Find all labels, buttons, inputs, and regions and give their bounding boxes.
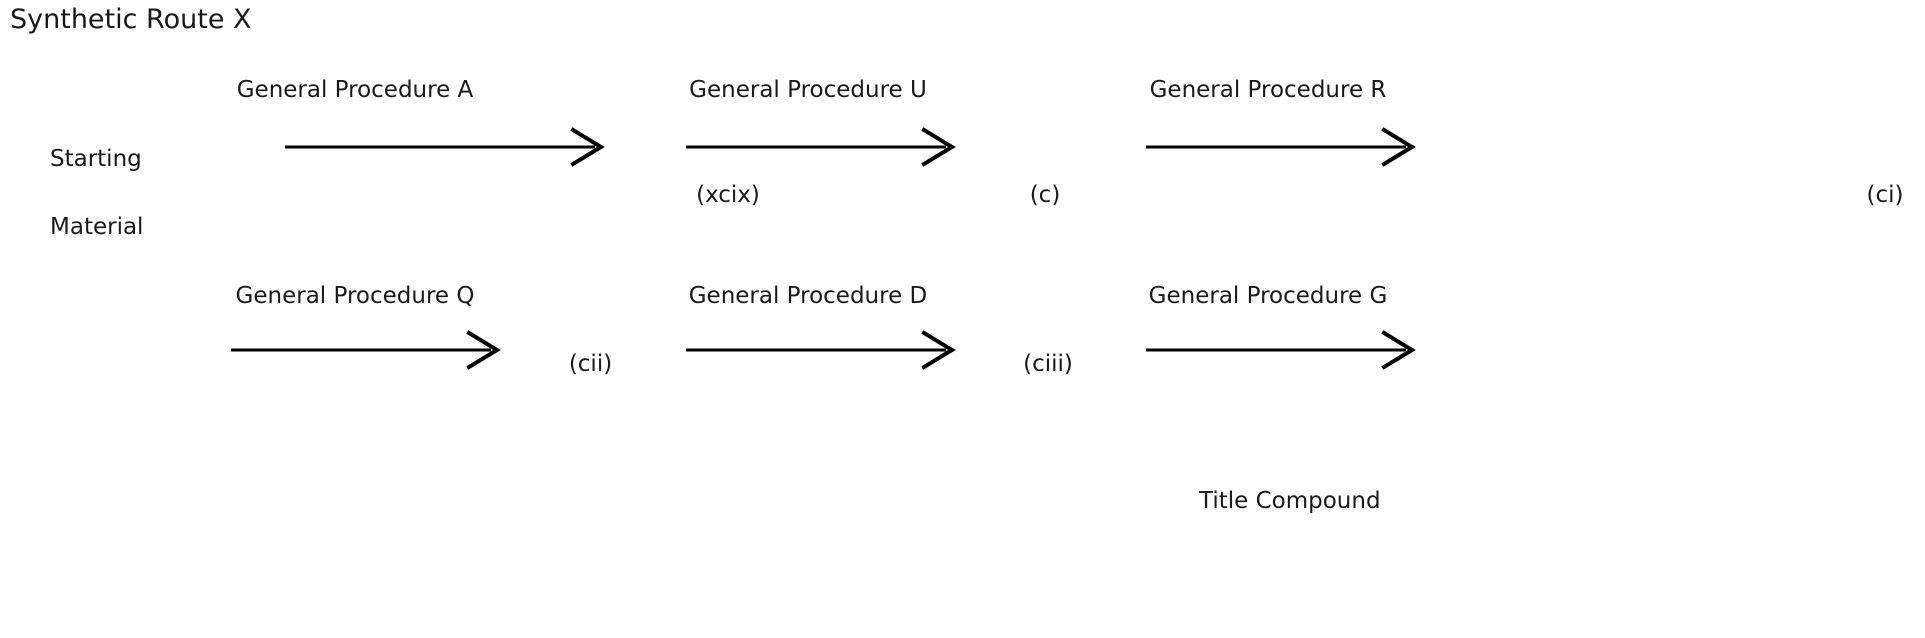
intermediate-label-ci: (ci) [1866, 182, 1904, 208]
reaction-arrow-row2-1 [231, 330, 501, 370]
starting-material-line-1: Starting [50, 146, 142, 172]
step-label-row1-3: General Procedure R [1149, 77, 1387, 103]
step-label-row2-3: General Procedure G [1148, 283, 1388, 309]
intermediate-label-ciii: (ciii) [1023, 351, 1073, 377]
step-label-row1-2: General Procedure U [689, 77, 927, 103]
starting-material-line-2: Material [50, 214, 144, 240]
reaction-arrow-row1-2 [686, 127, 956, 167]
reaction-arrow-row1-3 [1146, 127, 1416, 167]
page-title: Synthetic Route X [10, 4, 252, 35]
step-label-row2-1: General Procedure Q [235, 283, 475, 309]
intermediate-label-cii: (cii) [568, 351, 613, 377]
title-compound-label: Title Compound [1199, 488, 1381, 514]
intermediate-label-c: (c) [1029, 182, 1061, 208]
step-label-row2-2: General Procedure D [688, 283, 928, 309]
step-label-row1-1: General Procedure A [236, 77, 474, 103]
intermediate-label-xcix: (xcix) [696, 182, 760, 208]
reaction-arrow-row2-2 [686, 330, 956, 370]
reaction-arrow-row1-1 [285, 127, 605, 167]
reaction-arrow-row2-3 [1146, 330, 1416, 370]
